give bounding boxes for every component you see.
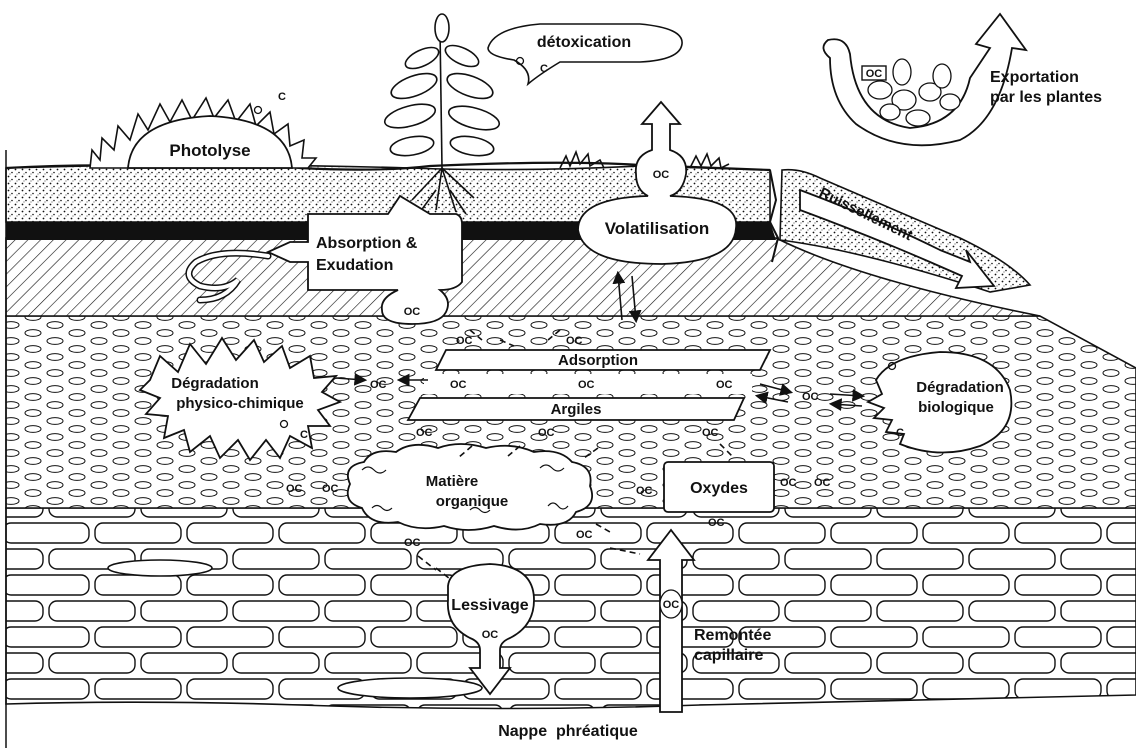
remontee-label-line1: Remontée <box>694 627 771 644</box>
molecule-oc-label: OC <box>576 529 593 541</box>
nappe-label: Nappe phréatique <box>498 723 638 740</box>
water-pocket <box>338 678 482 698</box>
molecule-oc-label: OC <box>702 427 719 439</box>
clay-adsorption: Adsorption Argiles OC OC OC <box>408 350 770 420</box>
plant-bud <box>435 14 449 42</box>
plant-stem <box>440 30 442 168</box>
molecule-oc-label: OC <box>286 483 303 495</box>
molecule-oc-label: OC <box>653 169 670 181</box>
plant-leaf <box>449 133 495 158</box>
plant-leaf <box>388 68 440 103</box>
argiles-label: Argiles <box>551 401 602 418</box>
exportation-label-line2: par les plantes <box>990 89 1102 106</box>
exportation-label-line1: Exportation <box>990 69 1079 86</box>
oxydes-label: Oxydes <box>690 480 748 497</box>
molecule-oc-label: OC <box>578 379 595 391</box>
molecule-c-label: C <box>278 91 286 103</box>
plant-leaf <box>446 102 501 135</box>
molecule-oc-label: OC <box>566 335 583 347</box>
molecule-oc-label: OC <box>404 537 421 549</box>
molecule-oc-label: OC <box>814 477 831 489</box>
speech-bubble <box>488 24 682 84</box>
molecule-oc-label: OC <box>780 477 797 489</box>
molecule-oc-label: OC <box>636 485 653 497</box>
molecule-oc-label: OC <box>866 68 883 80</box>
plant-leaf <box>382 100 437 133</box>
volatilisation-label: Volatilisation <box>605 219 710 238</box>
molecule-oc-label: OC <box>404 306 421 318</box>
molecule-o-circle <box>255 107 262 114</box>
photolyse-label: Photolyse <box>169 141 250 160</box>
plant-leaf <box>402 43 441 73</box>
molecule-oc-label: OC <box>482 629 499 641</box>
plant-leaf <box>444 68 496 103</box>
molecule-oc-label: OC <box>456 335 473 347</box>
molecule-oc-label: OC <box>450 379 467 391</box>
matiere-label-line2: organique <box>436 493 509 510</box>
sun: Photolyse C <box>90 91 316 168</box>
detoxication-label: détoxication <box>537 34 631 51</box>
molecule-oc-label: OC <box>416 427 433 439</box>
remontee-label-line2: capillaire <box>694 647 763 664</box>
plant-leaf <box>442 41 481 71</box>
molecule-c-label: C <box>300 429 308 441</box>
absorption-label-line1: Absorption & <box>316 235 418 252</box>
bedrock-layer <box>6 508 1136 709</box>
molecule-oc-label: OC <box>663 599 680 611</box>
degradation-bio-label-line1: Dégradation <box>916 379 1004 396</box>
adsorption-label: Adsorption <box>558 352 638 369</box>
molecule-c-label: C <box>540 63 548 75</box>
detoxication-bubble: détoxication C <box>488 24 682 84</box>
molecule-oc-label: OC <box>322 483 339 495</box>
absorption-label-line2: Exudation <box>316 257 393 274</box>
exportation-basket: OC Exportation par les plantes <box>823 14 1102 145</box>
lessivage-label: Lessivage <box>451 597 528 614</box>
molecule-oc-label: OC <box>370 379 387 391</box>
molecule-c-label: C <box>896 427 904 439</box>
degradation-bio-label-line2: biologique <box>918 399 994 416</box>
molecule-oc-label: OC <box>716 379 733 391</box>
matiere-label-line1: Matière <box>426 473 479 490</box>
water-pocket <box>108 560 212 576</box>
molecule-oc-label: OC <box>802 391 819 403</box>
degradation-pc-label-line1: Dégradation <box>171 375 259 392</box>
molecule-oc-label: OC <box>708 517 725 529</box>
molecule-oc-label: OC <box>538 427 555 439</box>
degradation-pc-label-line2: physico-chimique <box>176 395 304 412</box>
plant-leaf <box>389 133 435 158</box>
